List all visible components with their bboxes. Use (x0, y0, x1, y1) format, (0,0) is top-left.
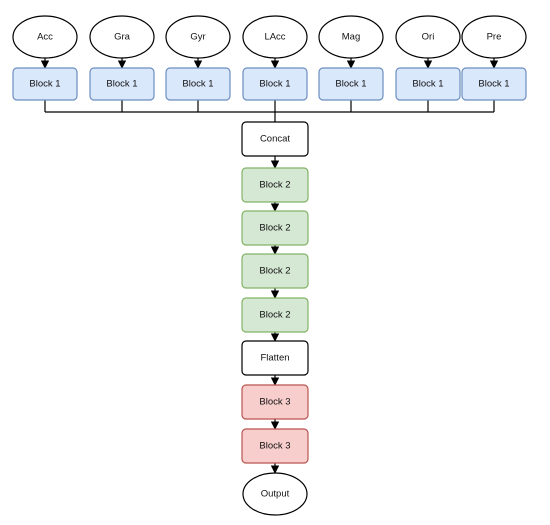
stack-box (241, 428, 309, 464)
block1-box (395, 67, 461, 101)
input-label: Acc (37, 32, 53, 43)
stack-label: Flatten (260, 353, 289, 364)
stack-label: Block 2 (259, 223, 290, 234)
stack-node-6: Flatten (241, 340, 309, 376)
stack-box (241, 121, 309, 157)
input-ellipse (89, 15, 155, 59)
stack-label: Block 3 (259, 397, 290, 408)
block1-label: Block 1 (182, 79, 213, 90)
stack-label: Block 3 (259, 441, 290, 452)
block1-label: Block 1 (478, 79, 509, 90)
stack-box (241, 167, 309, 203)
input-label: Gyr (190, 32, 205, 43)
stack-node-1: Concat (241, 121, 309, 157)
block1-box (12, 67, 78, 101)
block1-box (461, 67, 527, 101)
block1-box (318, 67, 384, 101)
block1-label: Block 1 (106, 79, 137, 90)
edges (40, 58, 499, 474)
output-node: Output (242, 472, 308, 516)
input-ellipse (12, 15, 78, 59)
stack-box (241, 210, 309, 246)
block1-box (165, 67, 231, 101)
stack-box (241, 253, 309, 289)
block1-label: Block 1 (259, 79, 290, 90)
input-ellipse (318, 15, 384, 59)
stack-label: Block 2 (259, 266, 290, 277)
block1-node-2: Block 1 (89, 67, 155, 101)
stack-node-3: Block 2 (241, 210, 309, 246)
input-label: Ori (422, 32, 435, 43)
stack-box (241, 340, 309, 376)
input-node-pre: Pre (461, 15, 527, 59)
block1-box (89, 67, 155, 101)
input-label: Mag (342, 32, 360, 43)
stack-node-2: Block 2 (241, 167, 309, 203)
input-node-gyr: Gyr (165, 15, 231, 59)
stack-node-4: Block 2 (241, 253, 309, 289)
input-label: LAcc (264, 32, 285, 43)
input-node-acc: Acc (12, 15, 78, 59)
stack-box (241, 384, 309, 420)
stack-label: Block 2 (259, 310, 290, 321)
block1-node-4: Block 1 (242, 67, 308, 101)
block1-box (242, 67, 308, 101)
block1-node-6: Block 1 (395, 67, 461, 101)
stack-label: Concat (260, 134, 290, 145)
input-node-mag: Mag (318, 15, 384, 59)
output-ellipse (242, 472, 308, 516)
input-ellipse (165, 15, 231, 59)
input-label: Gra (114, 32, 131, 43)
block1-node-5: Block 1 (318, 67, 384, 101)
block1-node-1: Block 1 (12, 67, 78, 101)
input-node-ori: Ori (395, 15, 461, 59)
stack-node-8: Block 3 (241, 428, 309, 464)
output-label: Output (261, 489, 290, 500)
input-ellipse (461, 15, 527, 59)
input-node-lacc: LAcc (242, 15, 308, 59)
stack-label: Block 2 (259, 180, 290, 191)
block1-node-3: Block 1 (165, 67, 231, 101)
stack-node-7: Block 3 (241, 384, 309, 420)
stack-node-5: Block 2 (241, 297, 309, 333)
input-label: Pre (487, 32, 502, 43)
block1-label: Block 1 (335, 79, 366, 90)
input-node-gra: Gra (89, 15, 155, 59)
block1-label: Block 1 (29, 79, 60, 90)
block1-node-7: Block 1 (461, 67, 527, 101)
stack-box (241, 297, 309, 333)
input-ellipse (395, 15, 461, 59)
block1-label: Block 1 (412, 79, 443, 90)
input-ellipse (242, 15, 308, 59)
